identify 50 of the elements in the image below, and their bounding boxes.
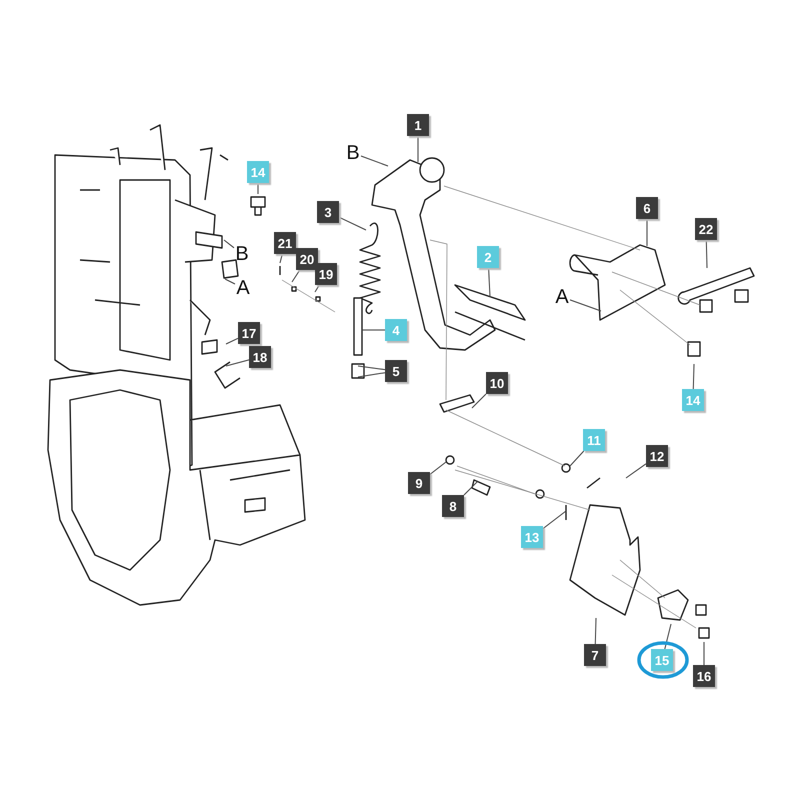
leader-line	[358, 366, 386, 378]
leader-line	[570, 299, 602, 312]
callout-number: 8	[442, 495, 464, 517]
leader-line	[594, 618, 596, 644]
leader-line	[430, 462, 446, 475]
leader-line	[488, 268, 490, 298]
callout-number: 7	[584, 644, 606, 666]
callout-number: 22	[695, 218, 717, 240]
leader-line	[224, 278, 236, 284]
callout-number: 16	[693, 665, 715, 687]
callout-number: 13	[521, 526, 543, 548]
reference-letter: B	[234, 243, 250, 265]
reference-letter: B	[345, 142, 361, 164]
leader-line	[226, 338, 238, 344]
leader-line	[472, 394, 486, 408]
leader-line	[706, 240, 708, 268]
callout-number: 6	[636, 197, 658, 219]
leader-line	[692, 364, 694, 390]
leader-line	[292, 270, 300, 282]
leader-line	[314, 284, 320, 292]
leader-line	[360, 156, 388, 166]
leader-line	[464, 480, 478, 496]
callout-number: 14	[682, 389, 704, 411]
leader-line	[664, 624, 672, 650]
callout-number: 5	[385, 360, 407, 382]
reference-letter: A	[235, 277, 251, 299]
callout-number: 4	[385, 319, 407, 341]
callout-number: 18	[249, 346, 271, 368]
leader-line	[280, 254, 283, 264]
callout-number: 14	[247, 161, 269, 183]
callout-number: 2	[477, 246, 499, 268]
callout-number: 10	[486, 372, 508, 394]
leader-line	[646, 218, 648, 246]
leader-line	[542, 510, 566, 530]
callout-number: 19	[315, 263, 337, 285]
callout-number: 12	[646, 445, 668, 467]
reference-letter: A	[554, 286, 570, 308]
leader-line	[224, 240, 234, 248]
callout-number: 15	[651, 649, 673, 671]
leader-line	[338, 216, 366, 230]
leader-line	[626, 463, 646, 478]
callout-number: 20	[296, 248, 318, 270]
leader-line	[226, 359, 250, 366]
callout-number: 3	[317, 201, 339, 223]
leader-line	[570, 450, 584, 466]
callout-number: 17	[238, 322, 260, 344]
callout-number: 11	[583, 429, 605, 451]
callout-number: 9	[408, 472, 430, 494]
callout-number: 1	[407, 114, 429, 136]
callout-number: 21	[274, 232, 296, 254]
